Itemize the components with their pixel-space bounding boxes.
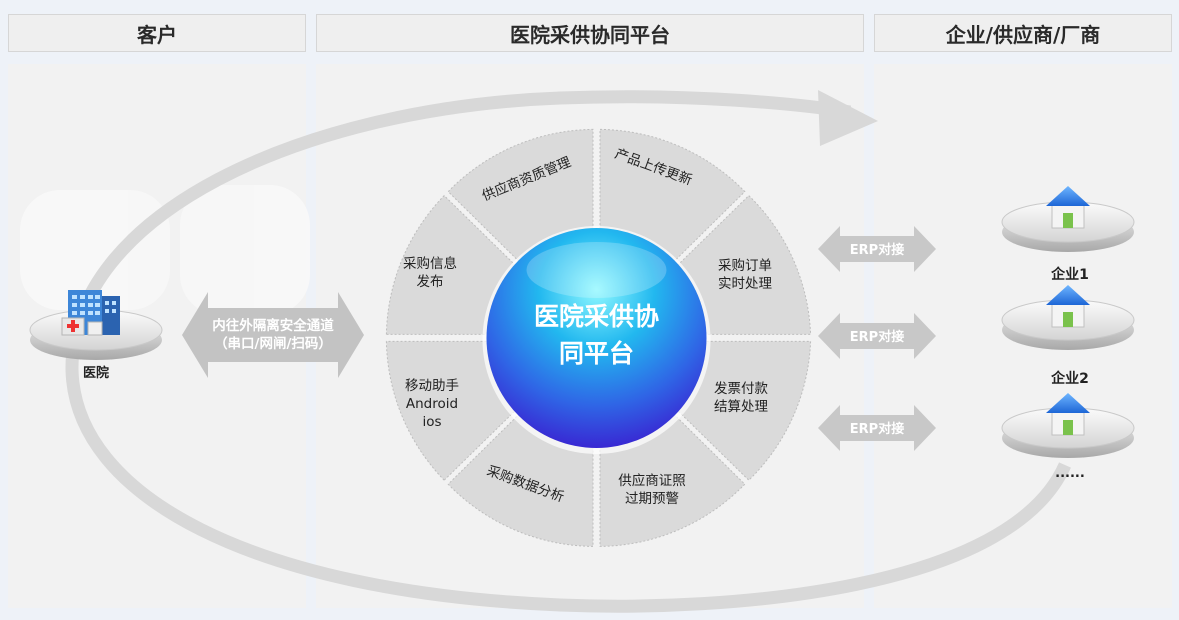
- background-decor: [20, 185, 310, 315]
- module-mobile-line2: Android: [406, 396, 458, 412]
- ring-segment-2: [599, 128, 746, 263]
- secure-channel-arrow: 内往外隔离安全通道 （串口/网闸/扫码）: [182, 292, 364, 378]
- hub-highlight: [526, 242, 667, 298]
- module-mobile-line3: ios: [422, 414, 441, 430]
- secure-channel-line1: 内往外隔离安全通道: [212, 317, 334, 334]
- ring-segment-5: [599, 413, 746, 547]
- hub-title-line1: 医院采供协: [534, 302, 659, 331]
- hub-circle: [486, 228, 707, 448]
- hospital-building-icon: [61, 290, 120, 336]
- module-invoice-line2: 结算处理: [714, 399, 768, 415]
- ring-segment-4: [677, 340, 812, 481]
- secure-channel-line2: （串口/网闸/扫码）: [214, 335, 332, 352]
- erp-arrow-2: ERP对接: [818, 313, 936, 359]
- cycle-arrowhead: [818, 90, 878, 146]
- module-publish-line1: 采购信息: [403, 255, 457, 272]
- header-supplier: 企业/供应商/厂商: [874, 14, 1172, 52]
- module-invoice-line1: 发票付款: [714, 381, 768, 397]
- enterprise-2-label: 企业2: [1051, 371, 1089, 387]
- module-mobile-line1: 移动助手: [405, 378, 459, 394]
- hospital-node: [29, 290, 163, 360]
- module-license-line2: 过期预警: [625, 491, 679, 507]
- enterprise-node-3: [1001, 393, 1135, 458]
- enterprise-node-1: [1001, 186, 1135, 252]
- enterprise-more-label: ......: [1055, 466, 1085, 481]
- ring-segment-8: [385, 194, 516, 335]
- hospital-label: 医院: [82, 366, 109, 381]
- house-icon-1: [1046, 186, 1090, 229]
- module-order-line2: 实时处理: [718, 276, 772, 292]
- erp-arrow-1: ERP对接: [818, 226, 936, 272]
- module-ring: [385, 128, 812, 547]
- ring-segment-1: [447, 128, 594, 263]
- header-platform-text: 医院采供协同平台: [510, 22, 670, 47]
- erp-arrow-3: ERP对接: [818, 405, 936, 451]
- erp-arrow-2-label: ERP对接: [850, 329, 904, 345]
- module-order-line1: 采购订单: [718, 258, 772, 274]
- enterprise-node-2: [1001, 285, 1135, 350]
- cycle-loop: [65, 90, 1071, 613]
- module-license-line1: 供应商证照: [618, 472, 686, 489]
- house-icon-3: [1046, 393, 1090, 436]
- header-customer-text: 客户: [137, 22, 177, 47]
- header-customer: 客户: [8, 14, 306, 52]
- header-platform: 医院采供协同平台: [316, 14, 864, 52]
- erp-arrow-1-label: ERP对接: [850, 242, 904, 258]
- ring-segment-6: [447, 413, 594, 547]
- enterprise-1-label: 企业1: [1051, 267, 1089, 283]
- house-icon-2: [1046, 285, 1090, 328]
- hub-title-line2: 同平台: [559, 339, 634, 368]
- module-publish-line2: 发布: [417, 274, 444, 290]
- header-supplier-text: 企业/供应商/厂商: [945, 22, 1101, 47]
- erp-arrow-3-label: ERP对接: [850, 421, 904, 437]
